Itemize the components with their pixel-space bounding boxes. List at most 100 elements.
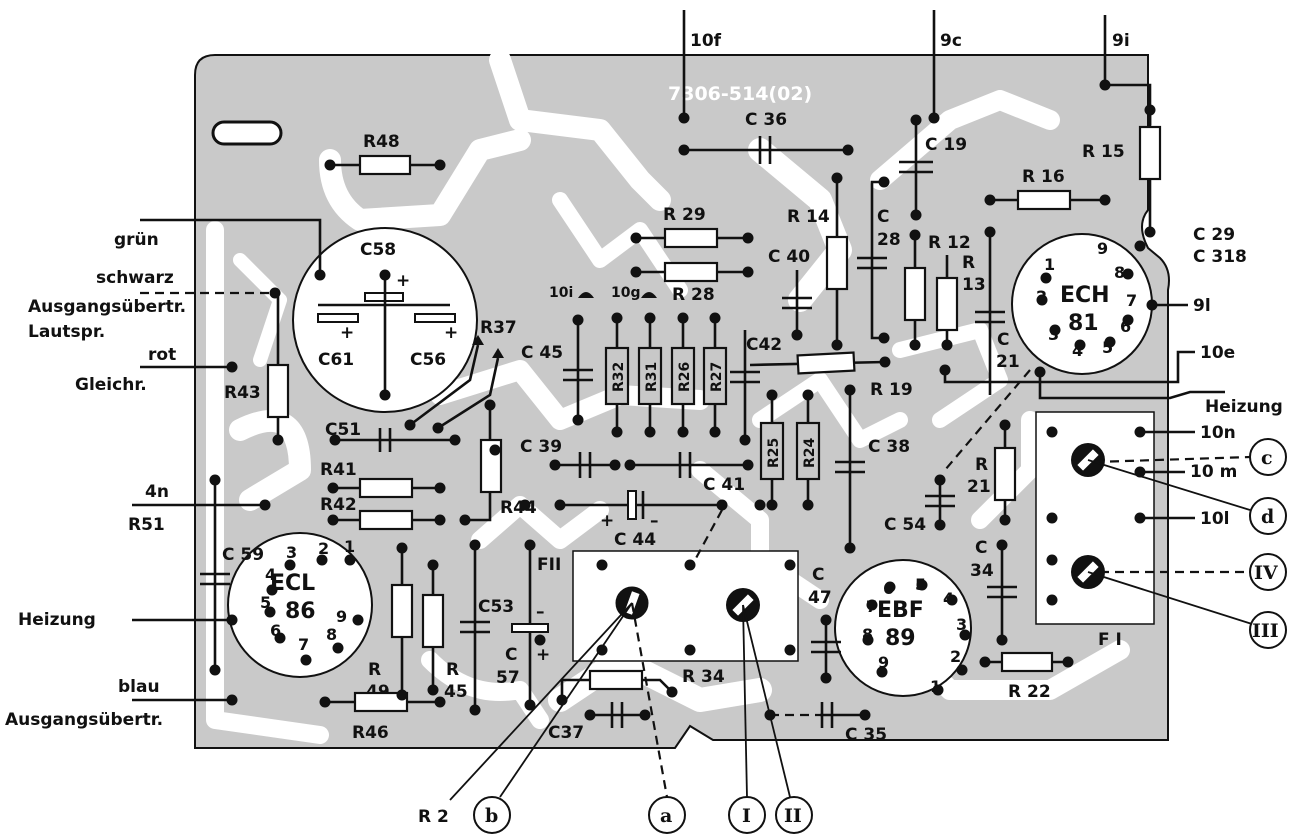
leader-ii	[742, 604, 791, 798]
solder-pad	[928, 112, 940, 124]
solder-pad	[226, 614, 238, 626]
label-rot: rot	[148, 345, 176, 365]
ech81-type: ECH	[1060, 283, 1110, 308]
marker-ii: II	[775, 796, 813, 834]
solder-pad	[427, 559, 439, 571]
solder-pad	[909, 339, 921, 351]
solder-pad	[644, 312, 656, 324]
lead-r37-a	[409, 344, 480, 427]
solder-pad	[910, 114, 922, 126]
leader-iii	[1087, 571, 1253, 625]
solder-pad	[677, 312, 689, 324]
board-code: 7306-514(02)	[668, 83, 812, 105]
solder-pad	[802, 389, 814, 401]
ech81-number: 81	[1068, 311, 1099, 336]
solder-pad	[666, 686, 678, 698]
label-r49-a: R	[368, 660, 381, 680]
label-c47-a: C	[812, 565, 824, 585]
solder-pad	[319, 696, 331, 708]
solder-pad	[999, 419, 1011, 431]
solder-pad	[939, 364, 951, 376]
resistor-r14	[825, 235, 849, 291]
solder-pad	[1046, 426, 1058, 438]
resistor-r28	[663, 261, 719, 283]
solder-pad	[272, 434, 284, 446]
svg-text:I: I	[742, 805, 751, 827]
solder-pad	[572, 314, 584, 326]
solder-pad	[314, 269, 326, 281]
solder-pad	[209, 664, 221, 676]
ecl86-pin-3: 3	[286, 543, 297, 562]
solder-pad	[264, 606, 276, 618]
label-c57-b: 57	[496, 668, 520, 688]
solder-pad	[534, 634, 546, 646]
ecl86-pin-2: 2	[318, 539, 329, 558]
solder-pad	[866, 599, 878, 611]
label-10l: 10l	[1200, 509, 1229, 529]
resistor-r34	[588, 669, 644, 691]
solder-pad	[554, 499, 566, 511]
solder-pad	[1146, 299, 1158, 311]
solder-pad	[984, 226, 996, 238]
resistor-r32	[604, 346, 630, 406]
ecl86-number: 86	[285, 599, 316, 624]
resistor-r24	[795, 421, 821, 481]
label-c28-a: C	[877, 207, 889, 227]
ecl86-pin-8: 8	[326, 625, 337, 644]
solder-pad	[909, 229, 921, 241]
ech81-pin-9: 9	[1097, 239, 1108, 258]
label-r51: R51	[128, 515, 165, 535]
solder-pad	[820, 672, 832, 684]
ebf89-pin-8: 8	[862, 625, 873, 644]
solder-pad	[404, 419, 416, 431]
label-c40: C 40	[768, 247, 810, 267]
label-fi: F I	[1098, 630, 1122, 650]
solder-pad	[434, 159, 446, 171]
resistor-r12	[903, 266, 927, 322]
solder-pad	[327, 482, 339, 494]
dash-c44	[694, 509, 723, 561]
solder-pad	[274, 632, 286, 644]
solder-pad	[844, 542, 856, 554]
ech81-pin-4: 4	[1072, 341, 1083, 360]
label-heizung-right: Heizung	[1205, 397, 1283, 417]
label-r13-b: 13	[962, 275, 986, 295]
solder-pad	[831, 172, 843, 184]
label-c44: C 44	[614, 530, 656, 550]
solder-pad	[469, 704, 481, 716]
solder-pad	[1144, 104, 1156, 116]
svg-text:c: c	[1261, 447, 1273, 469]
solder-pad	[396, 542, 408, 554]
label-r15: R 15	[1082, 142, 1125, 162]
ebf89-pin-2: 2	[950, 647, 961, 666]
solder-pad	[609, 459, 621, 471]
resistor-r41	[358, 477, 414, 499]
label-blau: blau	[118, 677, 160, 697]
plus-c44: +	[600, 511, 614, 531]
solder-pad	[677, 426, 689, 438]
ebf89-pin-9: 9	[878, 653, 889, 672]
marker-c: c	[1249, 438, 1287, 476]
solder-pad	[684, 644, 696, 656]
label-ausgangsuebertr-2: Ausgangsübertr.	[5, 710, 163, 730]
ebf89-type: EBF	[877, 598, 924, 623]
resistor-r15	[1138, 125, 1162, 181]
solder-pad	[999, 514, 1011, 526]
pad-10g	[641, 292, 657, 298]
label-r16: R 16	[1022, 167, 1065, 187]
leader-d	[1087, 459, 1251, 511]
label-r45-b: 45	[444, 682, 468, 702]
label-r44: R44	[500, 498, 537, 518]
wire-gruen	[140, 218, 322, 275]
capacitor-c61	[317, 313, 359, 323]
solder-pad	[1134, 466, 1146, 478]
solder-pad	[946, 594, 958, 606]
solder-pad	[572, 414, 584, 426]
label-10e: 10e	[1200, 343, 1235, 363]
solder-pad	[764, 709, 776, 721]
solder-pad	[742, 266, 754, 278]
resistor-r27	[702, 346, 728, 406]
ecl86-pin-1: 1	[344, 537, 355, 556]
solder-pad	[584, 709, 596, 721]
svg-text:IV: IV	[1254, 562, 1279, 584]
